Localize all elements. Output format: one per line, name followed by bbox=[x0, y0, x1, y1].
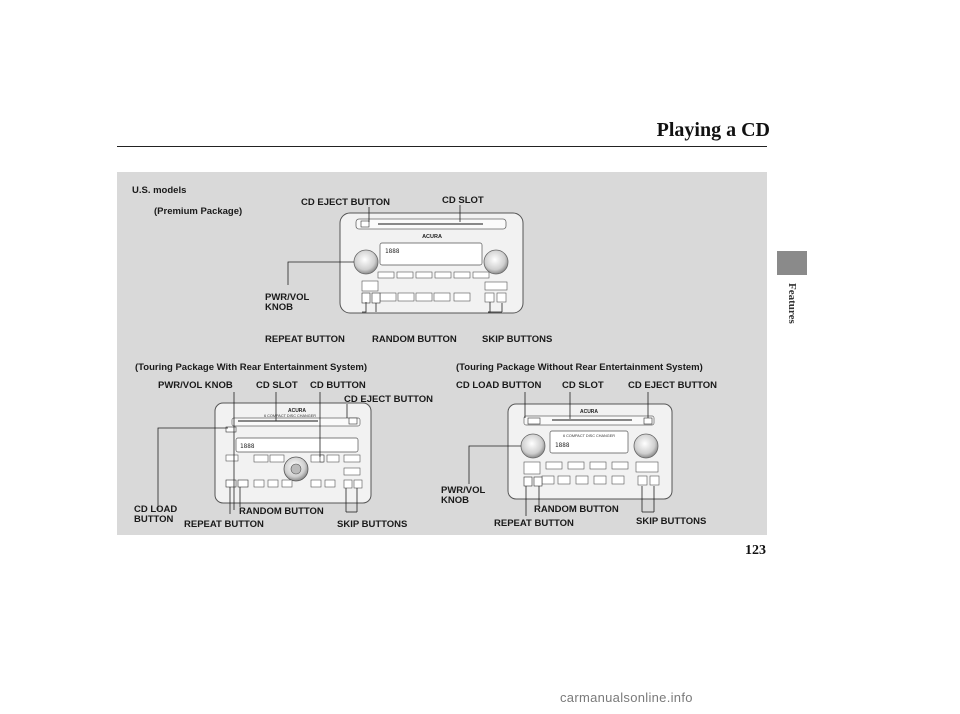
norear-pwr-vol-label-2: KNOB bbox=[441, 495, 469, 506]
brand-logo: ACURA bbox=[580, 409, 598, 415]
touring-rear-leaders bbox=[157, 392, 358, 514]
brand-logo: ACURA bbox=[422, 234, 442, 240]
premium-skip-label: SKIP BUTTONS bbox=[482, 334, 553, 345]
pwr-vol-knob[interactable] bbox=[353, 249, 379, 275]
eject-button[interactable] bbox=[643, 417, 653, 425]
touring-norear-leaders bbox=[468, 392, 655, 516]
tune-knob[interactable] bbox=[483, 249, 509, 275]
random-button[interactable] bbox=[237, 479, 249, 488]
touring-rear-label: (Touring Package With Rear Entertainment… bbox=[135, 362, 368, 373]
premium-random-label: RANDOM BUTTON bbox=[372, 334, 457, 345]
norear-cd-slot-label: CD SLOT bbox=[562, 380, 604, 391]
premium-radio: ACURA 1888 bbox=[339, 212, 524, 314]
display bbox=[235, 437, 359, 453]
cd-slot bbox=[378, 223, 483, 225]
display bbox=[549, 430, 629, 454]
cd-button[interactable] bbox=[319, 454, 325, 463]
touring-norear-radio: ACURA 6 COMPACT DISC CHANGER 1888 bbox=[507, 403, 673, 500]
cd-slot bbox=[238, 420, 318, 422]
rear-random-label: RANDOM BUTTON bbox=[239, 506, 324, 517]
random-button[interactable] bbox=[533, 476, 543, 487]
premium-repeat-label: REPEAT BUTTON bbox=[265, 334, 345, 345]
touring-rear-radio: ACURA 6 COMPACT DISC CHANGER 1888 bbox=[214, 402, 372, 504]
rear-repeat-label: REPEAT BUTTON bbox=[184, 519, 264, 530]
rear-cd-button-label: CD BUTTON bbox=[310, 380, 366, 391]
section-tab bbox=[777, 251, 807, 275]
tune-knob[interactable] bbox=[633, 433, 659, 459]
norear-skip-label: SKIP BUTTONS bbox=[636, 516, 707, 527]
repeat-button[interactable] bbox=[225, 479, 237, 488]
norear-cd-load-label: CD LOAD BUTTON bbox=[456, 380, 542, 391]
changer-label: 6 COMPACT DISC CHANGER bbox=[264, 414, 316, 418]
us-models-label: U.S. models bbox=[132, 185, 187, 196]
premium-package-label: (Premium Package) bbox=[154, 206, 243, 217]
rear-cd-slot-label: CD SLOT bbox=[256, 380, 298, 391]
rear-cd-load-label-1: CD LOAD bbox=[134, 504, 178, 515]
cd-load-button[interactable] bbox=[225, 426, 237, 433]
cd-load-button[interactable] bbox=[527, 417, 541, 425]
title-rule bbox=[117, 146, 767, 147]
norear-cd-eject-label: CD EJECT BUTTON bbox=[628, 380, 718, 391]
random-button[interactable] bbox=[371, 292, 381, 304]
page-number: 123 bbox=[745, 543, 766, 558]
norear-pwr-vol-label-1: PWR/VOL bbox=[441, 485, 486, 496]
page-title: Playing a CD bbox=[656, 119, 770, 141]
touring-norear-label: (Touring Package Without Rear Entertainm… bbox=[456, 362, 703, 373]
cd-slot bbox=[552, 419, 632, 421]
premium-leaders bbox=[287, 205, 503, 313]
display-digits: 1888 bbox=[555, 442, 570, 449]
repeat-button[interactable] bbox=[523, 476, 533, 487]
eject-button[interactable] bbox=[348, 417, 358, 425]
premium-pwr-vol-label-2: KNOB bbox=[265, 302, 293, 313]
rear-pwr-vol-label: PWR/VOL KNOB bbox=[158, 380, 233, 391]
rear-cd-eject-label: CD EJECT BUTTON bbox=[344, 394, 434, 405]
norear-random-label: RANDOM BUTTON bbox=[534, 504, 619, 515]
display-digits: 1888 bbox=[385, 248, 400, 255]
rear-skip-label: SKIP BUTTONS bbox=[337, 519, 408, 530]
display-digits: 1888 bbox=[240, 443, 255, 450]
premium-cd-eject-label: CD EJECT BUTTON bbox=[301, 197, 391, 208]
norear-repeat-label: REPEAT BUTTON bbox=[494, 518, 574, 529]
rear-cd-load-label-2: BUTTON bbox=[134, 514, 174, 525]
premium-pwr-vol-label-1: PWR/VOL bbox=[265, 292, 310, 303]
display bbox=[379, 242, 483, 266]
eject-button[interactable] bbox=[360, 220, 370, 228]
section-label: Features bbox=[786, 283, 798, 324]
pwr-vol-knob[interactable] bbox=[520, 433, 546, 459]
changer-label: 6 COMPACT DISC CHANGER bbox=[563, 434, 615, 438]
repeat-button[interactable] bbox=[361, 292, 371, 304]
brand-logo: ACURA bbox=[288, 408, 306, 414]
watermark: carmanualsonline.info bbox=[560, 690, 693, 705]
premium-cd-slot-label: CD SLOT bbox=[442, 195, 484, 206]
